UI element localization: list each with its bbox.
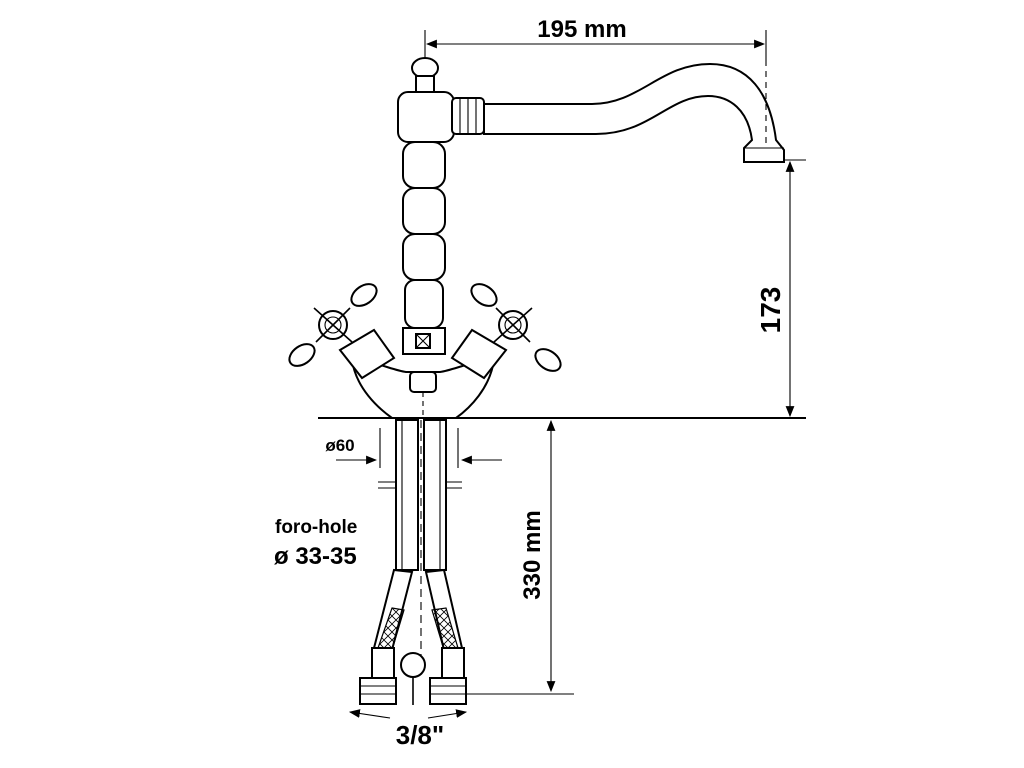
connection-dimension: 3/8" xyxy=(348,709,468,750)
base-diameter-dimension: ø60 xyxy=(325,428,502,468)
right-flex-hose xyxy=(424,568,467,705)
mounting-shank xyxy=(378,419,462,705)
spout xyxy=(483,60,785,163)
right-cross-handle xyxy=(450,283,562,380)
height-dimension: 173 xyxy=(755,159,806,418)
left-cross-handle xyxy=(288,283,396,380)
reach-dimension: 195 mm xyxy=(424,16,767,60)
faucet-column xyxy=(397,57,485,355)
base-body xyxy=(350,358,496,419)
base-diameter-label: ø60 xyxy=(325,436,354,455)
reach-label: 195 mm xyxy=(537,16,626,43)
hole-diameter-label: ø 33-35 xyxy=(274,543,357,570)
left-flex-hose xyxy=(359,568,414,705)
height-label: 173 xyxy=(755,287,786,334)
connection-label: 3/8" xyxy=(396,720,444,750)
hose-length-label: 330 mm xyxy=(519,510,546,599)
hole-label: foro-hole xyxy=(275,517,357,538)
hole-diameter-note: foro-hole ø 33-35 xyxy=(274,517,357,570)
hose-length-dimension: 330 mm xyxy=(466,419,574,695)
